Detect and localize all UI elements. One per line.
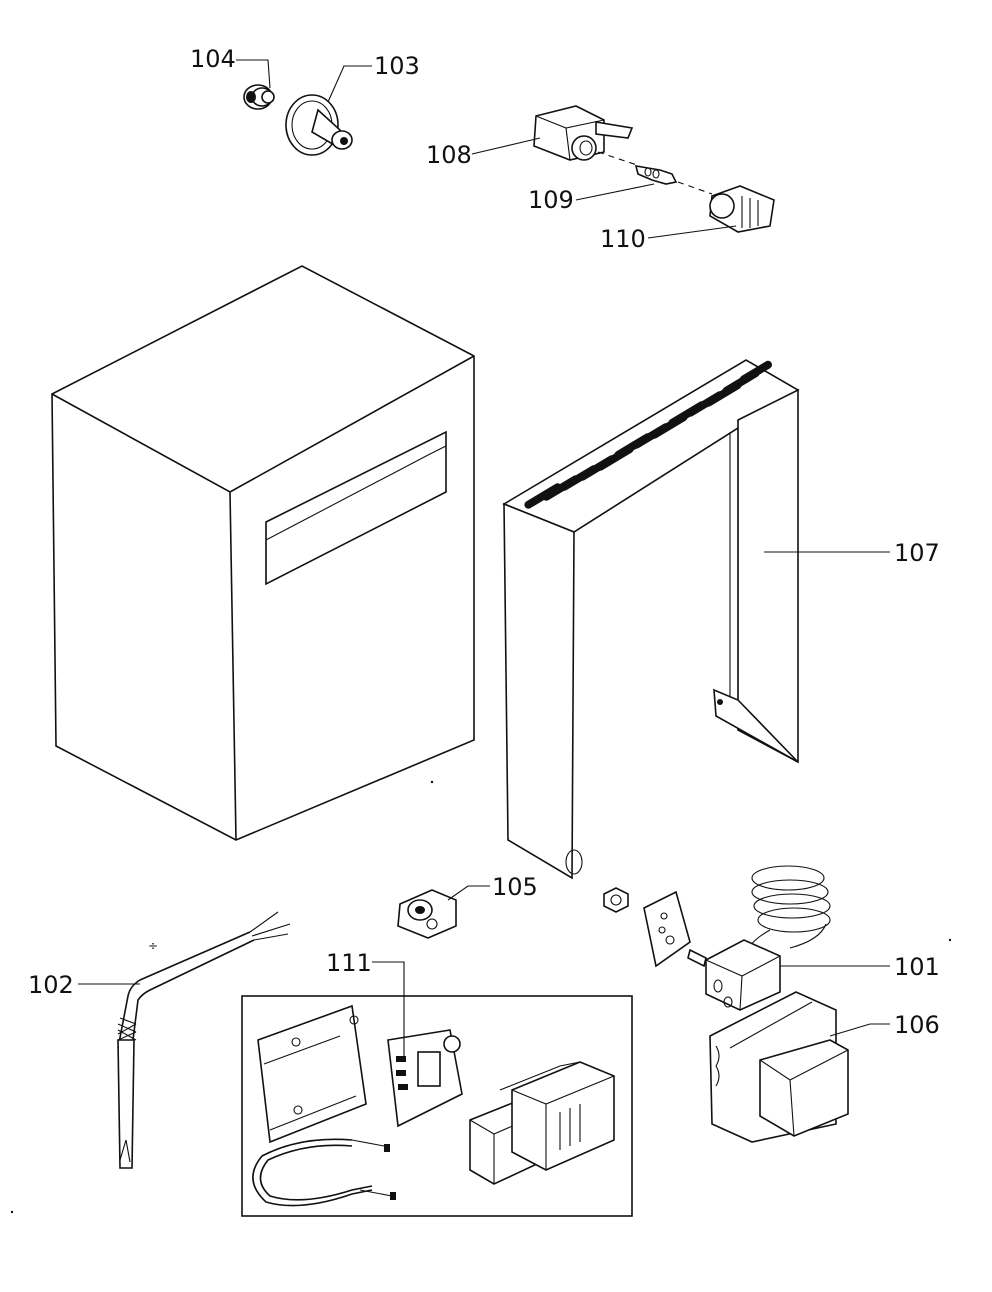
- leader-line-110: [647, 225, 737, 239]
- part-109-pin: [634, 165, 678, 185]
- callout-104: 104: [190, 45, 236, 73]
- part-104-knob-stem: [243, 84, 275, 110]
- callout-109: 109: [528, 186, 574, 214]
- callout-105: 105: [492, 873, 538, 901]
- speck: [430, 780, 434, 784]
- leader-line-103: [327, 65, 372, 103]
- mounting-plate: [643, 890, 691, 968]
- speck: [948, 938, 952, 942]
- part-107-front-frame: [502, 359, 800, 880]
- part-103-knob: [285, 94, 353, 156]
- part-110-cap: [709, 185, 775, 233]
- callout-107: 107: [894, 539, 940, 567]
- hex-nut: [603, 887, 629, 913]
- assembly-axis-109-110: [677, 181, 713, 195]
- part-102-electrode-lead: ÷: [117, 911, 291, 1169]
- part-108-valve-housing: [533, 105, 634, 161]
- braided-sheath: [117, 1017, 137, 1041]
- callout-103: 103: [374, 52, 420, 80]
- leader-line-109: [575, 183, 655, 201]
- callout-108: 108: [426, 141, 472, 169]
- leader-line-104: [236, 59, 271, 89]
- callout-101: 101: [894, 953, 940, 981]
- leader-line-105: [447, 885, 490, 901]
- assembly-axis-108-109: [597, 151, 641, 167]
- leader-line-108: [471, 137, 541, 155]
- leader-line-111: [372, 961, 405, 1060]
- svg-text:÷: ÷: [148, 939, 158, 953]
- kit-frame: [241, 995, 633, 1217]
- part-101-thermostat: [687, 865, 831, 1011]
- part-106-cover: [709, 991, 849, 1143]
- vent-grille: [524, 360, 773, 509]
- callout-102: 102: [28, 971, 74, 999]
- callout-106: 106: [894, 1011, 940, 1039]
- callout-110: 110: [600, 225, 646, 253]
- leader-line-106: [829, 1023, 890, 1037]
- cabinet-box: [51, 265, 475, 841]
- callout-111: 111: [326, 949, 372, 977]
- part-111-electronics-kit: [241, 995, 633, 1217]
- speck: [10, 1210, 14, 1214]
- part-105-clip: [397, 889, 457, 939]
